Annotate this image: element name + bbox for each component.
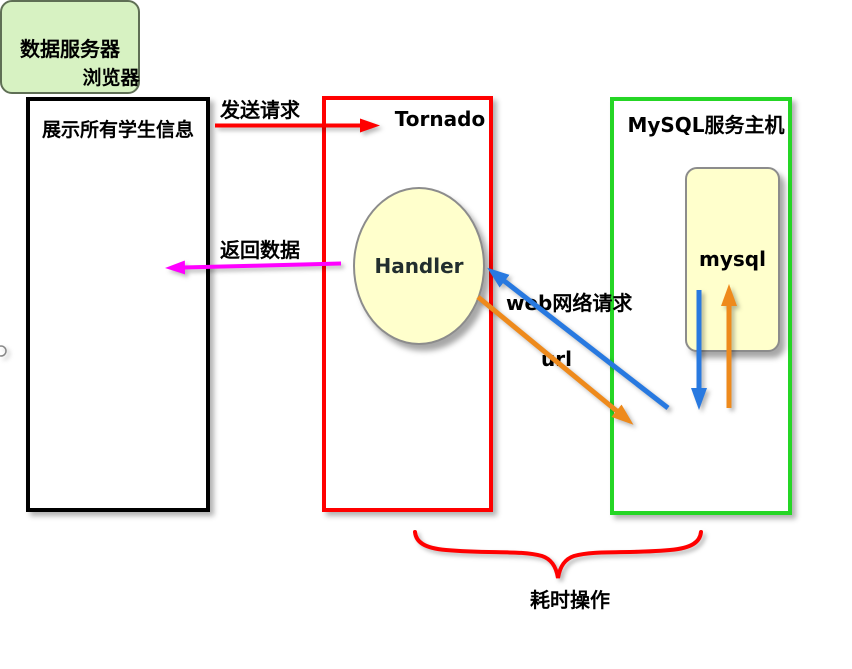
web-request-label: web网络请求	[506, 291, 633, 315]
edge-circle-artifact	[0, 345, 7, 357]
data-server-box: 数据服务器	[0, 0, 140, 94]
browser-title: 浏览器	[82, 67, 140, 89]
time-consuming-label: 耗时操作	[530, 588, 610, 612]
mysql-box: mysql	[685, 167, 780, 352]
url-request-label: url	[541, 347, 572, 371]
return-data-label: 返回数据	[220, 238, 300, 262]
handler-ellipse: Handler	[353, 187, 485, 345]
mysql-host-title: MySQL服务主机	[627, 113, 785, 137]
send-request-label: 发送请求	[220, 98, 300, 122]
browser-box: 展示所有学生信息	[26, 97, 210, 512]
tornado-title: Tornado	[394, 107, 486, 131]
handler-label: Handler	[374, 254, 464, 278]
browser-content-label: 展示所有学生信息	[41, 119, 194, 141]
data-server-label: 数据服务器	[20, 36, 120, 61]
mysql-label: mysql	[699, 247, 766, 271]
time-consuming-brace	[413, 530, 703, 579]
